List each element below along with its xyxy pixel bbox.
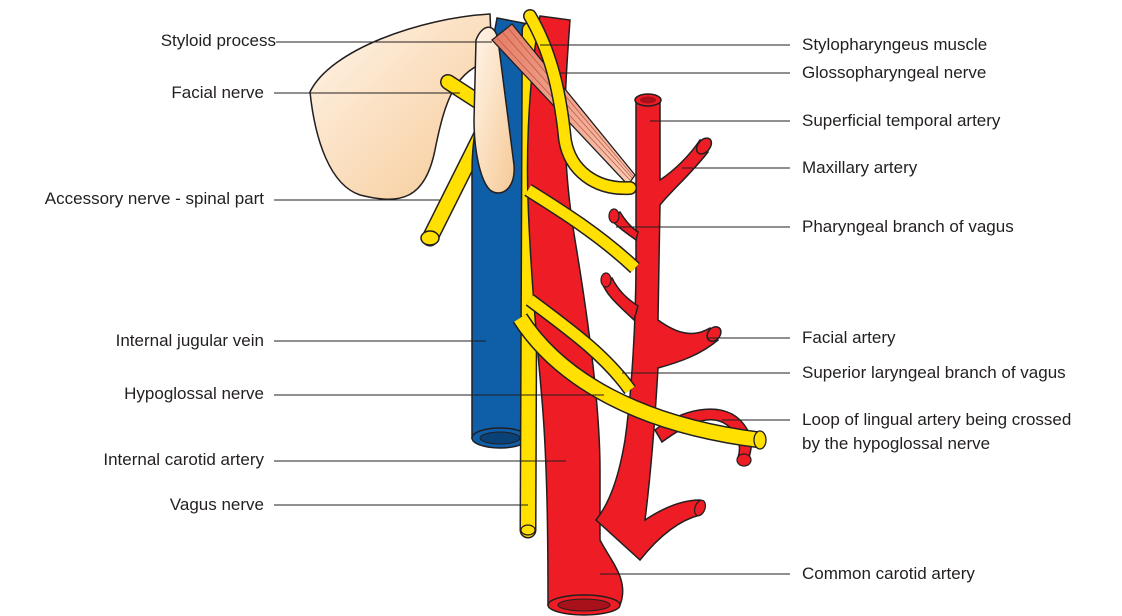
label-internal-jugular-vein: Internal jugular vein xyxy=(116,331,264,351)
label-maxillary-artery: Maxillary artery xyxy=(802,158,917,178)
label-hypoglossal-nerve: Hypoglossal nerve xyxy=(124,384,264,404)
label-styloid-process: Styloid process xyxy=(161,31,276,51)
label-common-carotid-artery: Common carotid artery xyxy=(802,564,975,584)
label-superficial-temporal-artery: Superficial temporal artery xyxy=(802,111,1000,131)
label-facial-artery: Facial artery xyxy=(802,328,896,348)
label-glossopharyngeal-nerve: Glossopharyngeal nerve xyxy=(802,63,986,83)
label-vagus-nerve: Vagus nerve xyxy=(170,495,264,515)
label-accessory-nerve: Accessory nerve - spinal part xyxy=(45,189,264,209)
label-facial-nerve: Facial nerve xyxy=(171,83,264,103)
label-superior-laryngeal-branch: Superior laryngeal branch of vagus xyxy=(802,363,1066,383)
label-lingual-loop-line1: Loop of lingual artery being crossed xyxy=(802,410,1071,430)
label-stylopharyngeus-muscle: Stylopharyngeus muscle xyxy=(802,35,987,55)
label-pharyngeal-branch-vagus: Pharyngeal branch of vagus xyxy=(802,217,1014,237)
label-lingual-loop-line2: by the hypoglossal nerve xyxy=(802,434,990,454)
label-internal-carotid-artery: Internal carotid artery xyxy=(103,450,264,470)
